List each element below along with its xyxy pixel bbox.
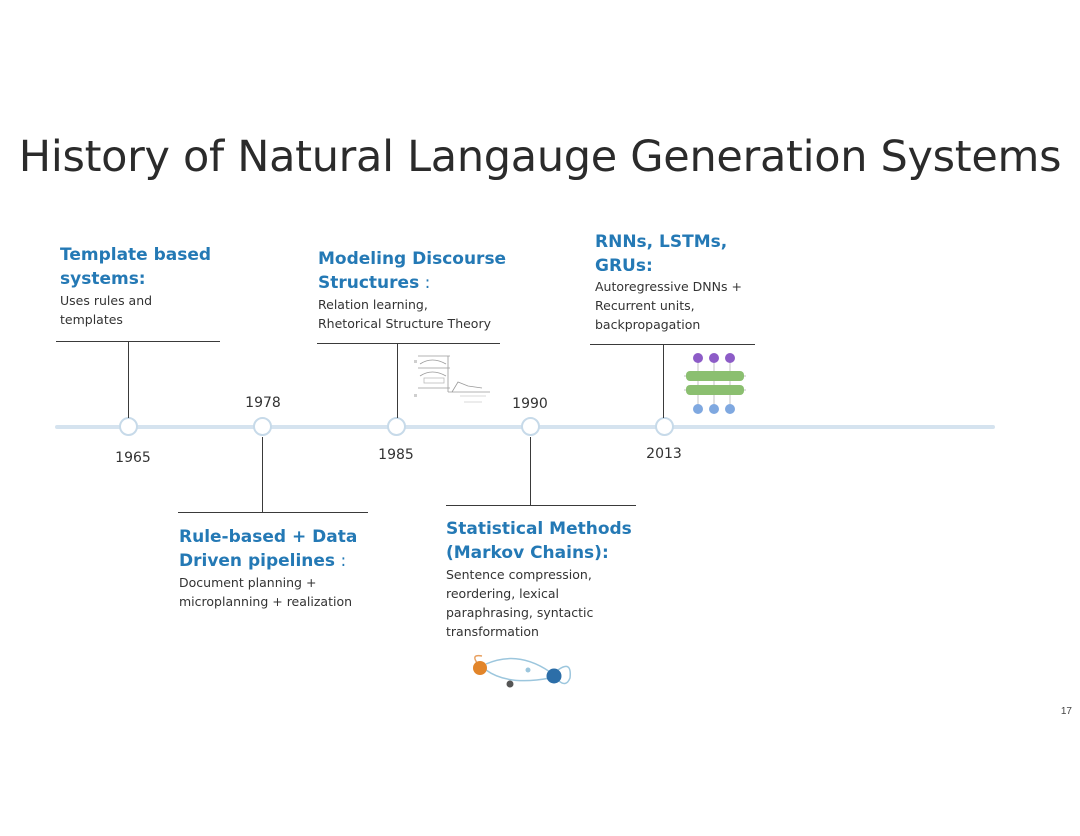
underline-statistical — [446, 505, 636, 506]
milestone-rule-based-heading: Rule-based + Data Driven pipelines : — [179, 527, 358, 571]
milestone-rnn-desc: Autoregressive DNNs + Recurrent units, b… — [595, 279, 742, 332]
milestone-template-desc: Uses rules and templates — [60, 293, 153, 327]
timeline-node-1965 — [119, 417, 138, 436]
year-label-1990: 1990 — [512, 396, 548, 412]
underline-template — [56, 341, 220, 342]
milestone-template-heading: Template based systems: — [60, 245, 212, 289]
discourse-structure-thumbnail — [414, 355, 490, 403]
page-number: 17 — [1060, 706, 1072, 717]
timeline-node-2013 — [655, 417, 674, 436]
year-label-1978: 1978 — [245, 395, 281, 411]
timeline-node-1985 — [387, 417, 406, 436]
milestone-statistical-heading: Statistical Methods (Markov Chains): — [446, 519, 632, 563]
underline-discourse — [317, 343, 500, 344]
timeline-node-1990 — [521, 417, 540, 436]
connector-2013 — [663, 344, 664, 418]
connector-1978 — [262, 437, 263, 513]
timeline-node-1978 — [253, 417, 272, 436]
connector-1965 — [128, 341, 129, 418]
underline-rule-based — [178, 512, 368, 513]
milestone-discourse-desc: Relation learning, Rhetorical Structure … — [318, 297, 491, 331]
connector-1990 — [530, 437, 531, 505]
slide-title: History of Natural Langauge Generation S… — [18, 132, 1062, 182]
year-label-2013: 2013 — [646, 446, 682, 462]
milestone-rule-based-desc: Document planning + microplanning + real… — [179, 575, 353, 609]
year-label-1965: 1965 — [115, 450, 151, 466]
milestone-discourse-heading: Modeling Discourse Structures : — [318, 249, 507, 293]
milestone-statistical-desc: Sentence compression, reordering, lexica… — [446, 567, 594, 639]
underline-rnn — [590, 344, 755, 345]
rnn-network-thumbnail — [684, 353, 746, 414]
connector-1985 — [397, 343, 398, 418]
year-label-1985: 1985 — [378, 447, 414, 463]
markov-chain-thumbnail — [473, 654, 571, 688]
milestone-rnn-heading: RNNs, LSTMs, GRUs: — [595, 232, 728, 276]
